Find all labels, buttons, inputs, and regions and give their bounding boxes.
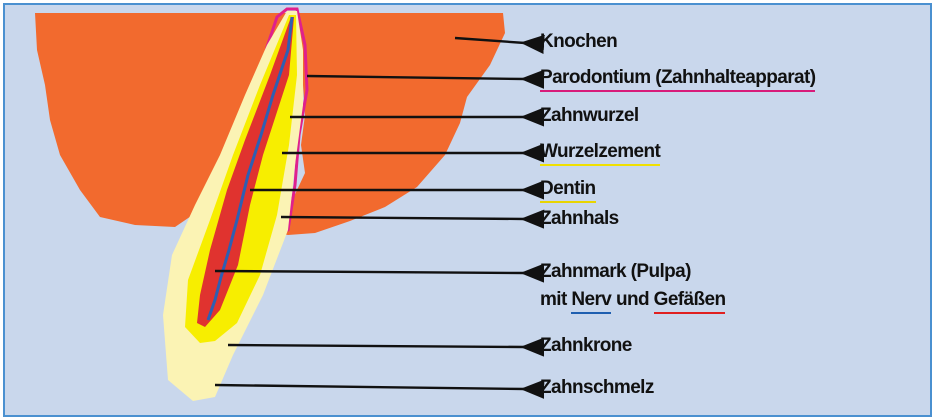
label-dentin: Dentin (540, 178, 596, 203)
arrow-zahnkrone (228, 345, 525, 347)
label-zahnkrone: Zahnkrone (540, 335, 632, 357)
label-nerv: Nerv (571, 289, 611, 314)
label-zahnhals: Zahnhals (540, 208, 619, 230)
label-mit: mit (540, 289, 567, 310)
label-zahnwurzel: Zahnwurzel (540, 105, 639, 127)
label-wurzelzement-wrap: Wurzelzement (540, 141, 660, 166)
label-parodontium: Parodontium (Zahnhalteapparat) (540, 67, 815, 92)
label-wurzelzement: Wurzelzement (540, 141, 660, 166)
label-knochen: Knochen (540, 31, 617, 53)
label-nerv-gefaesse-line: mit Nerv und Gefäßen (540, 289, 725, 314)
diagram-frame: Knochen Parodontium (Zahnhalteapparat) Z… (3, 3, 932, 417)
label-und: und (616, 289, 649, 310)
arrow-zahnschmelz (215, 385, 525, 389)
label-zahnschmelz: Zahnschmelz (540, 377, 654, 399)
label-parodontium-wrap: Parodontium (Zahnhalteapparat) (540, 67, 815, 92)
label-dentin-wrap: Dentin (540, 178, 596, 203)
label-gefaesse: Gefäßen (654, 289, 726, 314)
label-zahnmark: Zahnmark (Pulpa) (540, 261, 691, 283)
